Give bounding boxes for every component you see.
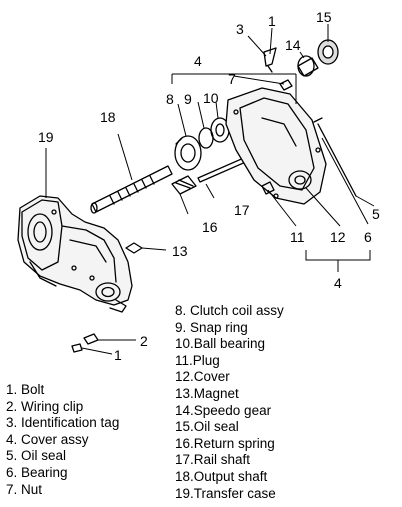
identification-tag-part [263, 47, 277, 73]
leader-lines [45, 24, 375, 355]
callout-12: 12 [330, 229, 346, 245]
legend-item: 3. Identification tag [6, 415, 120, 431]
cover-part [225, 87, 327, 205]
callout-14: 14 [285, 37, 301, 53]
callout-1-top: 1 [268, 13, 276, 29]
transfer-case-part [17, 195, 133, 313]
callout-4-bottom: 4 [334, 275, 342, 291]
legend-item: 8. Clutch coil assy [175, 303, 284, 318]
legend-left-list: 1. Bolt 2. Wiring clip 3. Identification… [6, 382, 119, 498]
legend-item: 9. Snap ring [175, 319, 248, 335]
callout-3: 3 [236, 21, 244, 37]
oil-seal-bolt-part [313, 117, 357, 197]
legend-right-list: 8. Clutch coil assy 9. Snap ring 10.Ball… [175, 303, 284, 502]
callout-4-top: 4 [194, 53, 202, 69]
return-spring-part [171, 175, 197, 195]
callout-10: 10 [203, 90, 219, 106]
legend-item: 7. Nut [6, 481, 43, 497]
bolt-part [71, 343, 83, 353]
legend-item: 2. Wiring clip [6, 398, 84, 414]
legend-item: 5. Oil seal [6, 448, 67, 464]
legend-item: 18.Output shaft [175, 468, 268, 484]
wiring-clip-part [83, 333, 99, 345]
legend-item: 10.Ball bearing [175, 336, 266, 352]
callout-18: 18 [100, 109, 116, 125]
callout-9: 9 [184, 91, 192, 107]
legend-item: 13.Magnet [175, 385, 239, 401]
callout-5: 5 [372, 206, 380, 222]
callouts: 1 3 15 14 4 7 8 9 10 18 19 5 17 16 11 12… [38, 9, 380, 363]
magnet-part [125, 242, 143, 254]
callout-6: 6 [364, 229, 372, 245]
legend-item: 6. Bearing [6, 464, 68, 480]
legend-item: 11.Plug [175, 352, 220, 368]
legend-item: 15.Oil seal [175, 419, 239, 435]
plug-part [261, 181, 275, 195]
callout-2: 2 [140, 333, 148, 349]
legend-item: 12.Cover [175, 369, 230, 385]
callout-19: 19 [38, 129, 54, 145]
callout-17: 17 [234, 202, 250, 218]
legend-item: 1. Bolt [6, 382, 45, 397]
callout-7: 7 [228, 71, 236, 87]
legend-item: 4. Cover assy [6, 431, 89, 447]
callout-15: 15 [316, 9, 332, 25]
output-shaft-part [90, 165, 173, 214]
legend-item: 16.Return spring [175, 435, 275, 451]
callout-11: 11 [290, 229, 305, 245]
callout-8: 8 [166, 91, 174, 107]
clutch-coil-part [174, 135, 202, 171]
callout-16: 16 [202, 219, 218, 235]
callout-1-bottom: 1 [114, 347, 122, 363]
legend-item: 17.Rail shaft [175, 452, 251, 468]
callout-13: 13 [172, 243, 188, 259]
speedo-gear-part [297, 55, 319, 77]
legend-item: 19.Transfer case [175, 485, 276, 501]
nut-part [279, 79, 293, 91]
legend-item: 14.Speedo gear [175, 402, 272, 418]
oil-seal-part [317, 39, 339, 65]
